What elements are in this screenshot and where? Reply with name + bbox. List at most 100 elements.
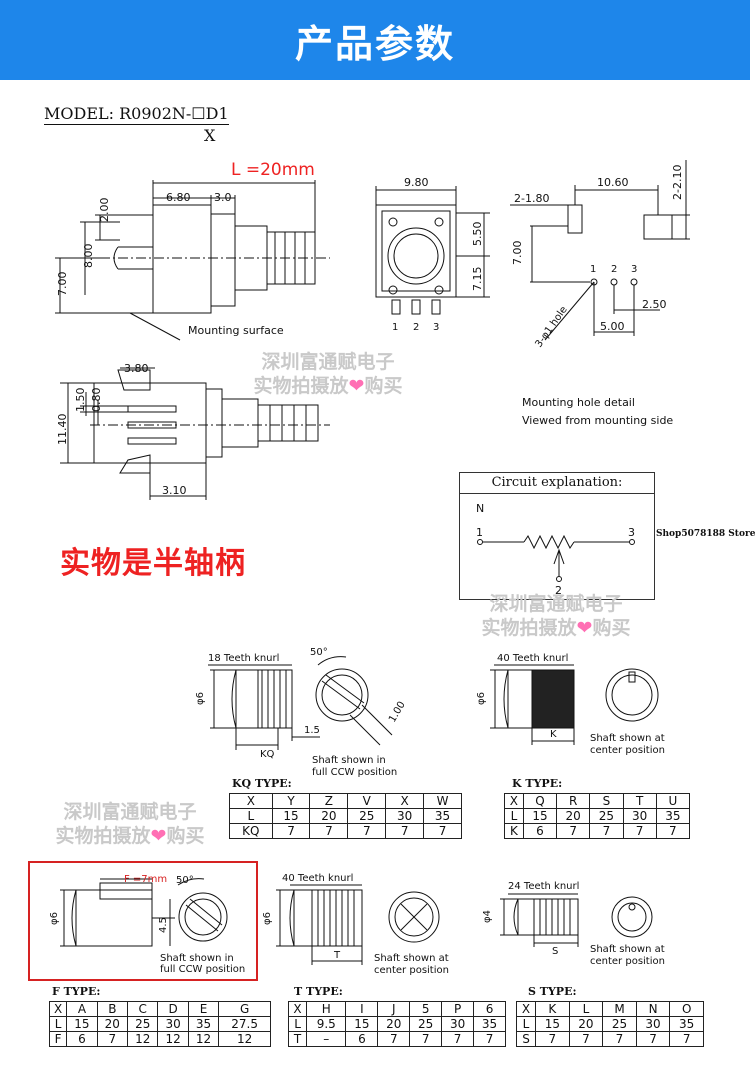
table-cell: L — [504, 808, 524, 824]
t-table-title: T TYPE: — [294, 985, 343, 998]
table-cell: X — [229, 793, 273, 809]
table-cell: 20 — [568, 1016, 604, 1032]
t-note-1: Shaft shown at — [374, 953, 449, 964]
table-cell: 20 — [377, 1016, 411, 1032]
watermark-1: 深圳富通赋电子 实物拍摄放❤购买 — [228, 350, 428, 398]
table-cell: L — [515, 1016, 537, 1032]
f-note-1: Shaft shown in — [160, 953, 234, 964]
table-cell: 25 — [347, 808, 387, 824]
table-cell: 7 — [568, 1031, 604, 1047]
dim-5-00: 5.00 — [600, 320, 625, 333]
title-banner: 产品参数 — [0, 0, 750, 80]
dim-3-80: 3.80 — [124, 362, 149, 375]
pin-2: 2 — [413, 322, 419, 333]
circuit-n: N — [476, 502, 484, 515]
table-cell: 20 — [96, 1016, 129, 1032]
k-knurl-label: 40 Teeth knurl — [497, 653, 568, 664]
model-text: MODEL: R0902N-☐D1 — [44, 104, 229, 125]
table-cell: – — [306, 1031, 347, 1047]
kq-kq-label: KQ — [260, 749, 275, 760]
table-cell: 7 — [535, 1031, 570, 1047]
kq-note-2: full CCW position — [312, 767, 397, 778]
f-angle: 50° — [176, 875, 194, 886]
table-cell: E — [187, 1001, 220, 1017]
table-cell: W — [423, 793, 462, 809]
table-cell: 7 — [589, 823, 624, 839]
dim-2-1-80: 2-1.80 — [514, 192, 549, 205]
table-cell: M — [602, 1001, 637, 1017]
table-cell: 7 — [423, 823, 462, 839]
table-cell: B — [96, 1001, 129, 1017]
kq-diameter: φ6 — [195, 692, 206, 705]
table-cell: 30 — [441, 1016, 475, 1032]
hole-pin-3: 3 — [631, 264, 637, 275]
viewed-from-label: Viewed from mounting side — [522, 414, 673, 427]
k-diameter: φ6 — [476, 692, 487, 705]
table-cell: 5 — [409, 1001, 443, 1017]
dim-6-80: 6.80 — [166, 191, 191, 204]
table-cell: R — [556, 793, 591, 809]
dim-9-80: 9.80 — [404, 176, 429, 189]
store-label: Shop5078188 Store — [656, 529, 755, 539]
circuit-pin-1: 1 — [476, 526, 483, 539]
t-shaft — [276, 884, 440, 965]
hole-pin-1: 1 — [590, 264, 596, 275]
dim-2-2-10: 2-2.10 — [671, 165, 684, 200]
table-cell: X — [504, 793, 524, 809]
table-cell: 7 — [635, 1031, 671, 1047]
mounting-hole-detail: Mounting hole detail — [522, 396, 635, 409]
table-cell: 25 — [589, 808, 624, 824]
table-cell: 25 — [127, 1016, 159, 1032]
mounting-hole-drawing — [510, 160, 690, 341]
table-cell: 35 — [669, 1016, 704, 1032]
table-cell: 7 — [556, 823, 591, 839]
table-cell: C — [127, 1001, 159, 1017]
hole-size-label: 3-φ1 hole — [533, 305, 569, 350]
side-view — [55, 180, 330, 341]
table-cell: G — [218, 1001, 271, 1017]
table-cell: 6 — [473, 1001, 506, 1017]
model-x-label: X — [204, 126, 216, 145]
table-cell: A — [66, 1001, 98, 1017]
table-cell: 12 — [157, 1031, 189, 1047]
table-cell: 25 — [409, 1016, 443, 1032]
kq-note-1: Shaft shown in — [312, 755, 386, 766]
half-shaft-note: 实物是半轴柄 — [60, 546, 246, 581]
heart-icon: ❤ — [348, 375, 365, 397]
k-note-2: center position — [590, 745, 665, 756]
f-diameter: φ6 — [49, 912, 60, 925]
table-cell: 7 — [655, 823, 691, 839]
dim-3-10: 3.10 — [162, 484, 187, 497]
table-cell: 30 — [635, 1016, 671, 1032]
top-drawings: 6.80 3.0 2.00 8.00 7.00 Mounting surface… — [55, 160, 690, 500]
table-cell: L — [48, 1016, 68, 1032]
table-cell: L — [229, 808, 273, 824]
f-table-title: F TYPE: — [52, 985, 101, 998]
pin-3: 3 — [433, 322, 439, 333]
table-cell: U — [655, 793, 691, 809]
table-cell: 7 — [309, 823, 349, 839]
k-table-title: K TYPE: — [512, 777, 563, 790]
circuit-diagram: N 1 3 2 — [476, 502, 635, 597]
table-cell: X — [287, 1001, 308, 1017]
table-cell: 30 — [157, 1016, 189, 1032]
watermark-line2: 实物拍摄放❤购买 — [481, 617, 631, 639]
k-shaft — [490, 664, 659, 745]
circuit-pin-2: 2 — [555, 584, 562, 597]
circuit-title: Circuit explanation: — [460, 473, 654, 494]
table-cell: D — [157, 1001, 189, 1017]
table-cell: O — [669, 1001, 704, 1017]
watermark-line1: 深圳富通赋电子 — [489, 593, 623, 615]
dim-2-50: 2.50 — [642, 298, 667, 311]
table-cell: 7 — [602, 1031, 637, 1047]
table-cell: P — [441, 1001, 475, 1017]
pin-1: 1 — [392, 322, 398, 333]
kq-knurl-label: 18 Teeth knurl — [208, 653, 279, 664]
watermark-2: 深圳富通赋电子 实物拍摄放❤购买 — [456, 592, 656, 640]
t-t-label: T — [333, 950, 341, 961]
table-cell: 6 — [522, 823, 558, 839]
hole-pin-2: 2 — [611, 264, 617, 275]
watermark-line1: 深圳富通赋电子 — [261, 351, 395, 373]
table-cell: X — [515, 1001, 537, 1017]
